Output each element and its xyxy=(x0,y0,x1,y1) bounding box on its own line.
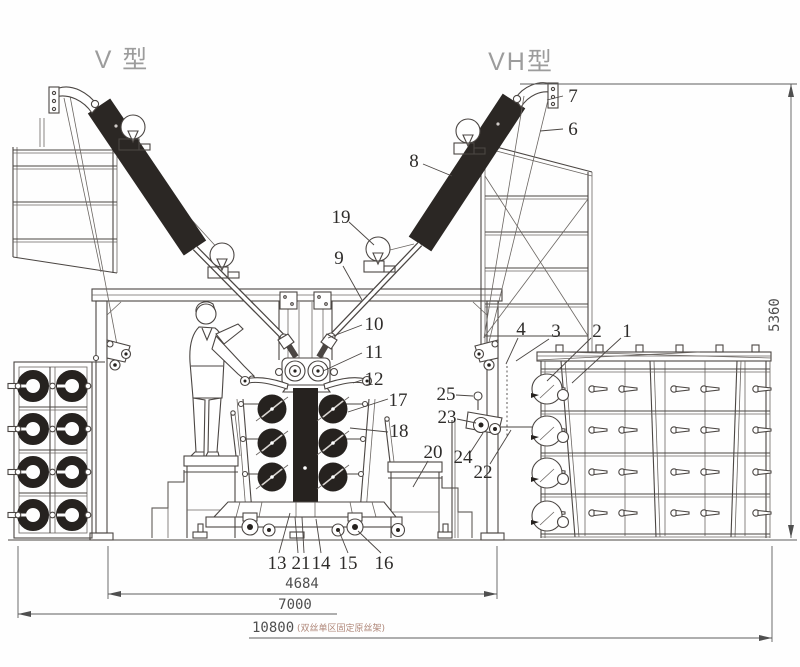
svg-text:3: 3 xyxy=(551,321,561,342)
svg-text:7000: 7000 xyxy=(278,597,312,613)
svg-text:5360: 5360 xyxy=(767,298,783,332)
variant-title-v: V 型 xyxy=(95,46,150,74)
callout-18: 18 xyxy=(349,421,409,442)
dimension-4684: 4684 xyxy=(107,546,498,599)
svg-text:13: 13 xyxy=(268,553,287,574)
svg-text:2: 2 xyxy=(592,321,602,342)
dimension-5360: 5360 xyxy=(520,83,797,541)
svg-text:7: 7 xyxy=(568,86,578,107)
callout-11: 11 xyxy=(322,342,383,372)
right-cylinder-arm xyxy=(326,82,559,343)
machine-base xyxy=(192,501,453,539)
callout-12: 12 xyxy=(352,369,384,390)
left-spool-rack xyxy=(7,361,93,539)
callout-22: 22 xyxy=(474,429,512,483)
yarn-guide-units xyxy=(451,366,540,538)
callout-8: 8 xyxy=(409,151,453,177)
black-spool xyxy=(255,462,289,492)
svg-text:17: 17 xyxy=(389,390,408,411)
svg-text:18: 18 xyxy=(390,421,409,442)
svg-text:15: 15 xyxy=(339,553,358,574)
pulley-icon xyxy=(118,114,151,151)
svg-text:24: 24 xyxy=(454,447,474,468)
callout-6: 6 xyxy=(539,119,578,140)
left-pivot-bracket xyxy=(88,339,132,371)
callout-9: 9 xyxy=(334,248,363,301)
variant-title-vh: VH型 xyxy=(488,48,554,76)
callout-14: 14 xyxy=(312,518,332,574)
svg-text:6: 6 xyxy=(568,119,578,140)
svg-text:21: 21 xyxy=(292,553,311,574)
central-mast-and-spools xyxy=(236,388,376,516)
callout-19: 19 xyxy=(332,207,375,246)
svg-text:20: 20 xyxy=(424,442,443,463)
callout-25: 25 xyxy=(437,384,474,405)
svg-text:12: 12 xyxy=(365,369,384,390)
callout-17: 17 xyxy=(347,390,408,413)
dimension-7000: 7000 xyxy=(17,546,337,618)
right-creel-rack xyxy=(536,344,772,538)
black-spool xyxy=(316,394,350,424)
callout-21: 21 xyxy=(292,516,311,574)
rack-spool-row xyxy=(7,370,92,402)
svg-text:8: 8 xyxy=(409,151,419,172)
svg-text:1: 1 xyxy=(622,321,632,342)
callout-20: 20 xyxy=(412,442,443,488)
callout-2: 2 xyxy=(546,321,602,382)
callout-1: 1 xyxy=(571,321,632,384)
pulley-icon xyxy=(207,242,240,279)
rack-spool-row xyxy=(7,413,92,445)
callout-23: 23 xyxy=(438,407,477,428)
svg-text:10: 10 xyxy=(365,314,384,335)
black-spool xyxy=(255,394,289,424)
callout-4: 4 xyxy=(505,319,526,365)
svg-text:19: 19 xyxy=(332,207,351,228)
right-pivot-bracket xyxy=(473,339,499,371)
callout-15: 15 xyxy=(339,530,358,574)
svg-text:23: 23 xyxy=(438,407,457,428)
rack-spool-row xyxy=(7,456,92,488)
black-spool xyxy=(316,462,350,492)
rack-spool-row xyxy=(7,499,92,531)
callout-16: 16 xyxy=(357,530,394,574)
svg-text:4: 4 xyxy=(516,319,526,340)
dimension-note: (双丝单区固定原丝架) xyxy=(297,622,385,634)
pulley-icon xyxy=(453,118,486,155)
svg-text:25: 25 xyxy=(437,384,456,405)
central-clamp-head xyxy=(239,333,373,393)
svg-text:9: 9 xyxy=(334,248,344,269)
callout-3: 3 xyxy=(515,321,561,362)
svg-text:11: 11 xyxy=(365,342,383,363)
right-step-platform xyxy=(384,416,473,538)
svg-text:22: 22 xyxy=(474,462,493,483)
creel-side-spools xyxy=(531,373,570,532)
black-spool xyxy=(316,428,350,458)
callout-7: 7 xyxy=(546,86,578,107)
dimension-10800: 10800 (双丝单区固定原丝架) xyxy=(249,546,773,642)
pulley-icon xyxy=(363,236,396,273)
black-spool xyxy=(255,428,289,458)
left-cylinder-arm xyxy=(48,86,289,343)
svg-text:4684: 4684 xyxy=(285,576,319,592)
callouts: 1 2 3 4 6 7 8 9 10 11 12 13 14 15 16 17 … xyxy=(268,86,632,574)
callout-24: 24 xyxy=(454,432,484,468)
callout-13: 13 xyxy=(268,512,291,574)
svg-text:14: 14 xyxy=(312,553,332,574)
svg-text:16: 16 xyxy=(375,553,394,574)
svg-text:10800: 10800 xyxy=(252,620,294,636)
right-scaffold xyxy=(480,142,593,352)
callout-10: 10 xyxy=(327,314,384,339)
